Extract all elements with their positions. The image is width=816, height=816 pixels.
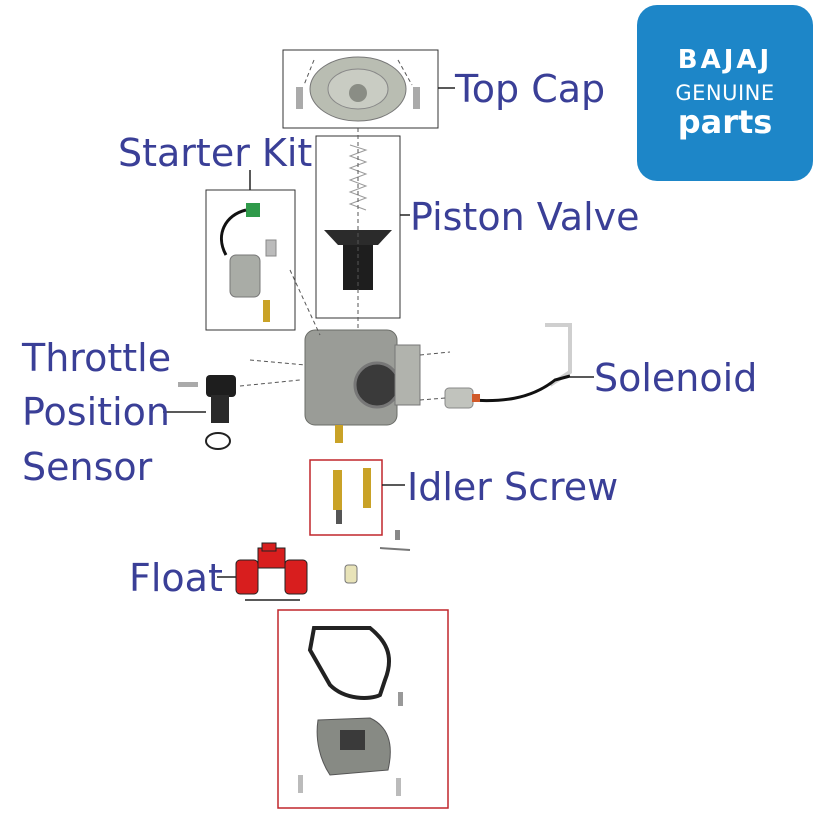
label-starter-kit: Starter Kit bbox=[118, 131, 313, 175]
label-throttle-line2: Position bbox=[22, 390, 170, 434]
starter-kit-part bbox=[229, 254, 261, 298]
float-bowl-box bbox=[277, 609, 449, 809]
throttle-position-sensor-part bbox=[178, 375, 236, 450]
label-float: Float bbox=[129, 556, 223, 600]
logo-parts: parts bbox=[677, 103, 773, 141]
float-part bbox=[235, 542, 308, 601]
label-throttle-line3: Sensor bbox=[22, 445, 153, 489]
logo-genuine: GENUINE bbox=[675, 81, 775, 105]
label-piston-valve: Piston Valve bbox=[410, 195, 640, 239]
label-top-cap: Top Cap bbox=[455, 67, 606, 111]
carburetor-body bbox=[304, 329, 421, 443]
piston-valve-part bbox=[324, 230, 392, 245]
label-throttle-line1: Throttle bbox=[22, 336, 172, 380]
top-cap-box bbox=[282, 49, 439, 129]
label-solenoid: Solenoid bbox=[594, 356, 758, 400]
idler-screw-box bbox=[309, 459, 383, 536]
logo-brand: BAJAJ bbox=[677, 45, 773, 75]
label-idler-screw: Idler Screw bbox=[407, 465, 619, 509]
bowl-gasket bbox=[307, 626, 391, 700]
solenoid-part bbox=[444, 323, 572, 409]
bajaj-genuine-parts-logo: BAJAJ GENUINE parts bbox=[637, 5, 813, 181]
